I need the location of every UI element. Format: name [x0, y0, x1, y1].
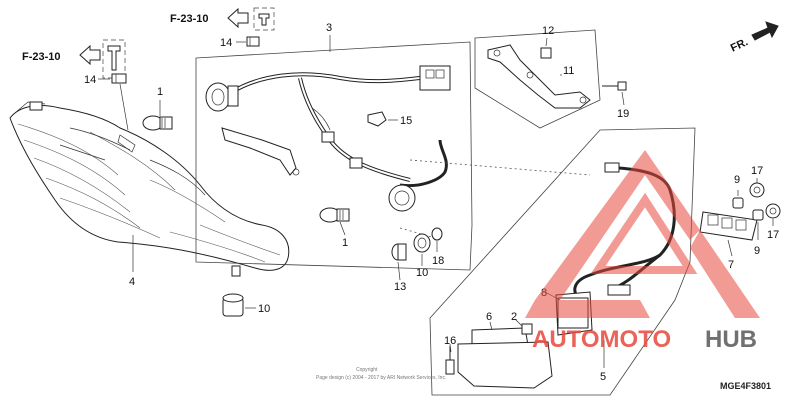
callout-15: 15: [400, 115, 412, 127]
front-direction-label: FR.: [729, 36, 750, 54]
grommet-10-lower: [222, 293, 244, 317]
callout-14-top: 14: [220, 37, 232, 49]
ref-arrow-top: F-23-10: [170, 7, 275, 31]
front-direction-arrow: FR.: [729, 21, 779, 55]
callout-2: 2: [511, 311, 517, 323]
bolt-19: [602, 81, 627, 91]
callout-17-upper: 17: [751, 165, 763, 177]
callout-17-lower: 17: [767, 229, 779, 241]
screw-2: [521, 323, 533, 335]
callout-11: 11: [563, 65, 574, 77]
callout-14-left: 14: [84, 74, 96, 86]
callout-9-upper: 9: [734, 174, 740, 186]
callout-4: 4: [129, 276, 135, 288]
grommet-10-upper: [413, 233, 431, 253]
clip-15: [367, 111, 387, 127]
nut-9-upper: [732, 197, 744, 209]
clip-14-left: [111, 73, 127, 84]
harness-frame: [195, 41, 473, 271]
grommet-17-upper: [749, 182, 765, 198]
grommet-17-lower: [765, 203, 781, 219]
callout-12: 12: [542, 25, 554, 37]
callout-18: 18: [432, 255, 444, 267]
bracket-11: [487, 44, 591, 109]
callout-5: 5: [600, 371, 606, 383]
callout-7: 7: [728, 259, 734, 271]
callout-1-upper: 1: [157, 86, 163, 98]
watermark-text-red: AUTOMOTO: [532, 326, 671, 353]
copyright-line-1: Copyright: [356, 367, 378, 373]
grommet-13: [391, 243, 407, 261]
callout-10-lower: 10: [258, 303, 270, 315]
nut-9-lower: [752, 209, 764, 221]
bolt-16: [445, 346, 455, 375]
license-light-cover-6: [457, 327, 553, 389]
bulb-lower: [319, 207, 350, 223]
callout-10-upper: 10: [416, 267, 428, 279]
callout-6: 6: [486, 311, 492, 323]
copyright-line-2: Page design (c) 2004 - 2017 by ARI Netwo…: [316, 375, 446, 381]
reflector-7: [699, 211, 758, 241]
diagram-code: MGE4F3801: [720, 381, 771, 391]
ref-code-left: F-23-10: [22, 51, 61, 63]
license-light-frame: [429, 127, 696, 396]
taillight-housing: [9, 101, 290, 277]
clip-14-top: [246, 36, 260, 47]
callout-3: 3: [326, 22, 332, 34]
nut-12: [540, 47, 552, 59]
callout-9-lower: 9: [754, 245, 760, 257]
watermark-logo: AUTOMOTO HUB: [525, 150, 760, 353]
bracket-frame: [474, 29, 601, 129]
wire-harness: [205, 65, 451, 212]
watermark-text-gray: HUB: [705, 326, 757, 353]
callout-13: 13: [394, 281, 406, 293]
callout-16: 16: [444, 335, 456, 347]
bulb-upper: [142, 115, 173, 131]
callout-1-lower: 1: [342, 237, 348, 249]
ref-arrow-left: F-23-10: [22, 39, 126, 79]
washer-18: [431, 227, 443, 241]
callout-19: 19: [617, 108, 629, 120]
ref-code-top: F-23-10: [170, 13, 209, 25]
